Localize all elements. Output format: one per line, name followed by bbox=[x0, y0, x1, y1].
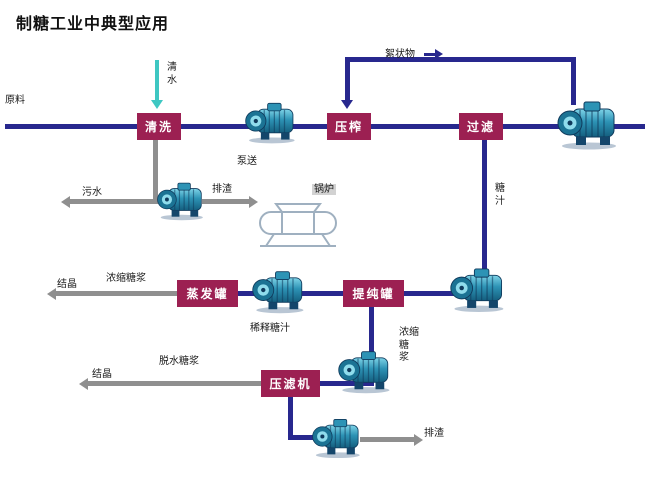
label-boiler: 锅炉 bbox=[312, 184, 336, 195]
filterpress-bottom-line bbox=[288, 435, 336, 440]
pump-icon bbox=[156, 178, 206, 221]
purify-down-line bbox=[369, 307, 374, 386]
recycle-arrow-icon bbox=[341, 100, 353, 109]
recycle-line-top bbox=[345, 57, 576, 62]
label-dewatered-syrup: 脱水糖浆 bbox=[159, 356, 199, 367]
sewage-line-h bbox=[70, 199, 158, 204]
process-box-press: 压榨 bbox=[327, 113, 371, 140]
label-diluted-juice: 稀释糖汁 bbox=[250, 323, 290, 334]
label-raw-material: 原料 bbox=[5, 95, 25, 106]
label-flocculent: 絮状物 bbox=[385, 49, 415, 60]
page-title: 制糖工业中典型应用 bbox=[16, 14, 170, 33]
label-pumping: 泵送 bbox=[237, 156, 257, 167]
label-concentrated-syrup-down: 浓缩 糖 浆 bbox=[399, 327, 419, 363]
slag-top-line bbox=[202, 199, 250, 204]
label-crystal-left: 结晶 bbox=[57, 279, 77, 290]
connector-row3 bbox=[320, 381, 374, 386]
label-sewage: 污水 bbox=[82, 187, 102, 198]
boiler-drawing bbox=[252, 192, 344, 250]
label-sugar-juice: 糖 汁 bbox=[495, 183, 505, 207]
connector-raw-material bbox=[5, 124, 137, 129]
sewage-arrow-icon bbox=[61, 196, 70, 208]
pump-icon bbox=[311, 414, 363, 459]
process-box-wash: 清洗 bbox=[137, 113, 181, 140]
slag-bottom-line bbox=[360, 437, 415, 442]
slag-bottom-arrow-icon bbox=[414, 434, 423, 446]
pump-icon bbox=[244, 98, 298, 144]
label-clean-water: 清 水 bbox=[167, 62, 177, 86]
sewage-line-v bbox=[153, 140, 158, 203]
process-box-filter: 过滤 bbox=[459, 113, 503, 140]
recycle-line-press bbox=[345, 60, 350, 104]
label-slag-bottom: 排渣 bbox=[424, 428, 444, 439]
recycle-line-right bbox=[571, 57, 576, 105]
filterpress-down-line bbox=[288, 397, 293, 440]
slag-top-arrow-icon bbox=[249, 196, 258, 208]
crystal-left-arrow-icon bbox=[47, 288, 56, 300]
pump-icon bbox=[251, 266, 307, 314]
sugar-juice-line bbox=[482, 140, 487, 292]
process-box-purify: 提纯罐 bbox=[343, 280, 404, 307]
process-box-filter-press: 压滤机 bbox=[261, 370, 320, 397]
process-box-evaporator: 蒸发罐 bbox=[177, 280, 238, 307]
dewatered-arrow-icon bbox=[79, 378, 88, 390]
pump-icon bbox=[337, 346, 393, 394]
pump-icon bbox=[449, 263, 507, 313]
label-crystal-bottom: 结晶 bbox=[92, 369, 112, 380]
pump-icon bbox=[556, 96, 620, 150]
clean-water-line bbox=[155, 60, 159, 103]
label-concentrated-syrup-left: 浓缩糖浆 bbox=[106, 273, 146, 284]
label-slag-top: 排渣 bbox=[212, 184, 232, 195]
clean-water-arrow-icon bbox=[151, 100, 163, 109]
dewatered-line bbox=[88, 381, 261, 386]
connector-press-filter bbox=[371, 124, 459, 129]
crystal-left-line bbox=[56, 291, 177, 296]
